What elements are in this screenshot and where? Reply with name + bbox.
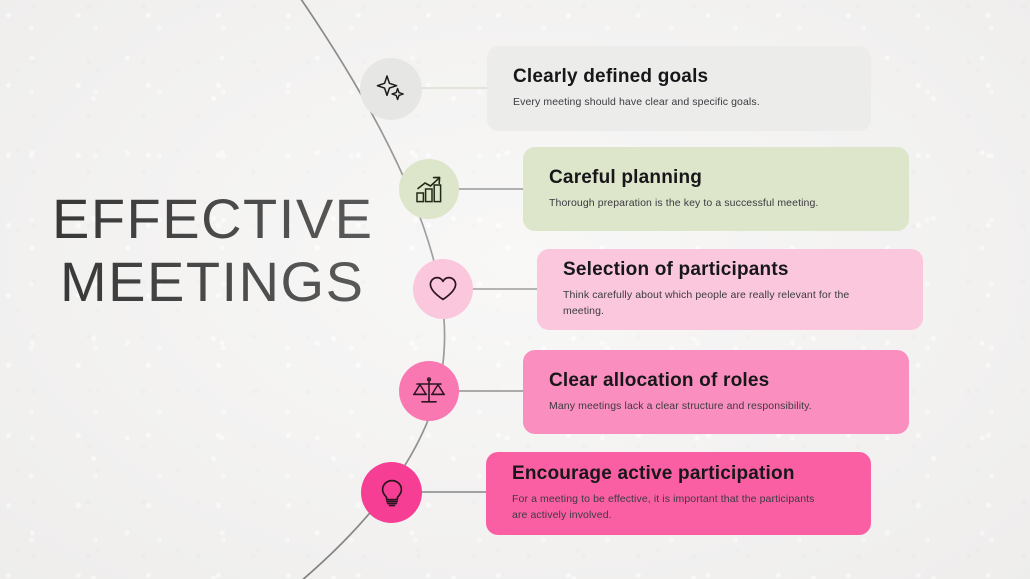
lightbulb-icon [375,476,409,510]
slide-title-line-1: Effective [52,187,374,250]
node-circle-1 [360,58,422,120]
slide-title-line-2: Meetings [60,249,365,313]
info-card-4[interactable]: Clear allocation of roles Many meetings … [523,350,909,434]
info-card-5-description: For a meeting to be effective, it is imp… [512,493,815,521]
info-card-1[interactable]: Clearly defined goals Every meeting shou… [487,46,871,131]
node-circle-4 [399,361,459,421]
slide-title: Effective Meetings [52,187,374,313]
sparkle-icon [373,71,409,107]
info-card-3[interactable]: Selection of participants Think carefull… [537,249,923,330]
node-circle-2 [399,159,459,219]
balance-scales-icon [411,373,447,409]
info-card-2[interactable]: Careful planning Thorough preparation is… [523,147,909,231]
info-card-5-title: Encourage active participation [512,463,795,485]
node-circle-5 [361,462,422,523]
info-card-4-description: Many meetings lack a clear structure and… [549,399,812,412]
bar-chart-growth-icon [412,172,446,206]
info-card-2-title: Careful planning [549,166,703,188]
info-card-3-title: Selection of participants [563,259,789,281]
info-card-2-description: Thorough preparation is the key to a suc… [549,196,819,209]
info-card-1-description: Every meeting should have clear and spec… [513,96,760,109]
info-card-4-title: Clear allocation of roles [549,369,770,391]
info-card-3-description: Think carefully about which people are r… [563,289,850,317]
node-circle-3 [413,259,473,319]
info-card-1-title: Clearly defined goals [513,66,709,88]
heart-icon [426,272,460,306]
info-card-5[interactable]: Encourage active participation For a mee… [486,452,871,535]
